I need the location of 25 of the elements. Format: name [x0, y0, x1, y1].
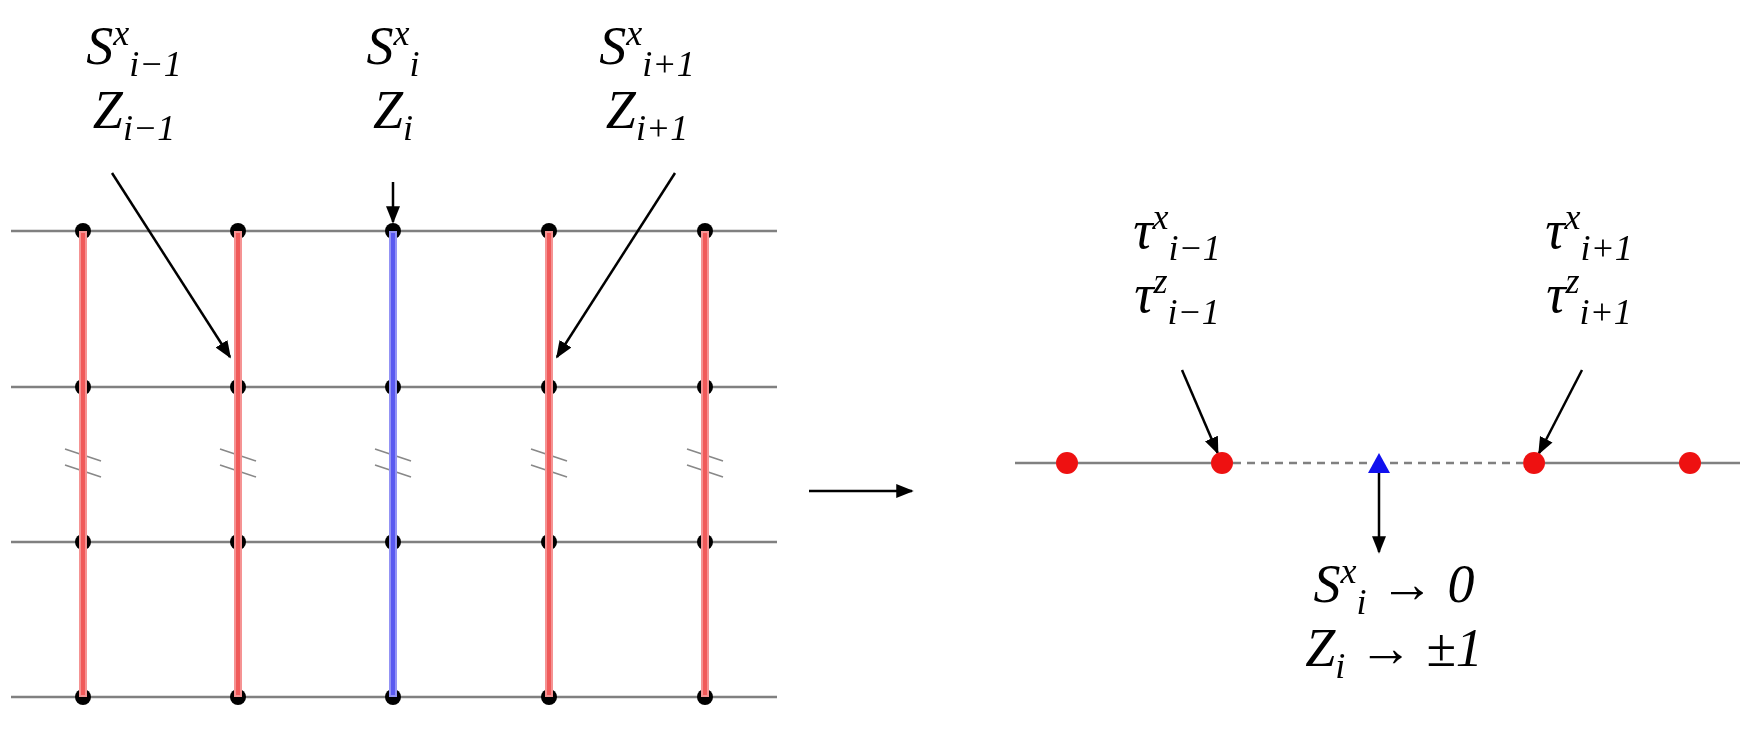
lattice-rung — [79, 231, 87, 697]
lattice-rung — [701, 231, 709, 697]
math-label: Z$_{i+1}$ — [604, 79, 690, 142]
site-dot — [1523, 452, 1545, 474]
arrow — [1537, 369, 1584, 455]
site-triangle — [1368, 453, 1390, 473]
math-label: S$^{x}$$_{i}$ → 0 — [1312, 552, 1476, 616]
arrow — [555, 172, 677, 359]
chain-line — [1390, 461, 1523, 465]
chain-line — [1078, 461, 1211, 465]
site-dot — [1211, 452, 1233, 474]
lattice-rung — [389, 231, 397, 697]
arrow — [386, 182, 400, 224]
arrow — [1180, 369, 1219, 455]
math-label: Z$_{i−1}$ — [91, 79, 177, 142]
site-dot — [1056, 452, 1078, 474]
arrow — [110, 172, 232, 359]
lattice-rung — [545, 231, 553, 697]
chain-line — [1545, 461, 1679, 465]
arrow — [1372, 473, 1386, 554]
site-dot — [1679, 452, 1701, 474]
math-label: Z$_{i}$ — [371, 79, 415, 142]
math-label: Z$_{i}$ → ±1 — [1304, 617, 1484, 680]
chain-line — [1233, 461, 1368, 465]
lattice-rung — [234, 231, 242, 697]
